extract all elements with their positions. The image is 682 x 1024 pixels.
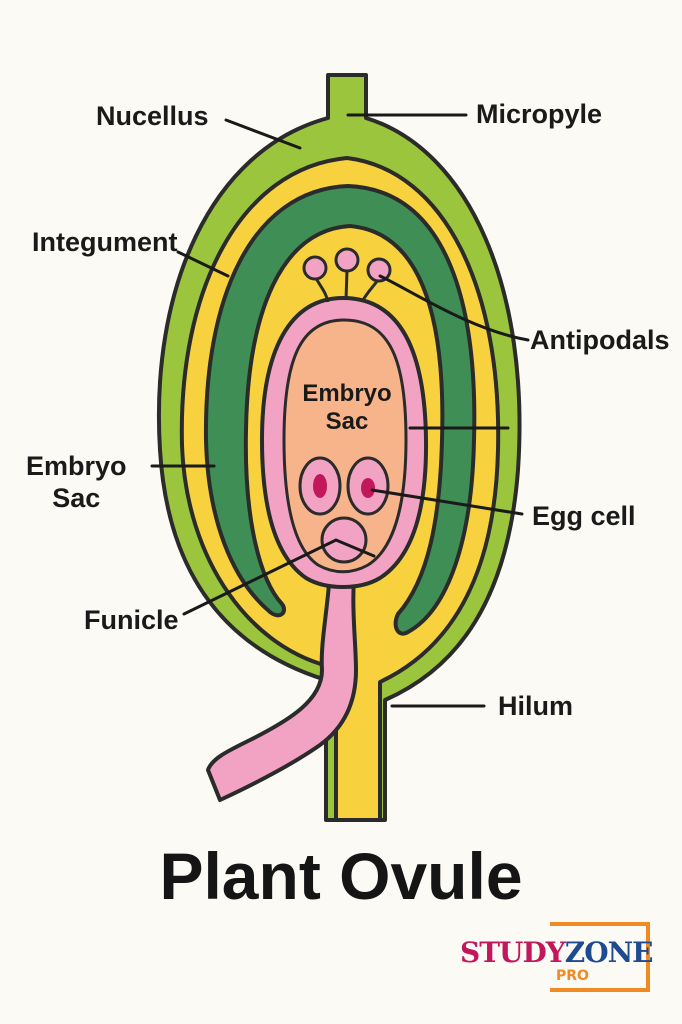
label-embryo-sac-inner: Embryo Sac <box>292 380 402 436</box>
logo-pro-text: PRO <box>556 968 589 984</box>
central-nucleus <box>320 516 368 564</box>
leader-funicle <box>182 538 376 616</box>
label-hilum: Hilum <box>498 691 574 721</box>
label-nucellus: Nucellus <box>96 101 209 131</box>
egg-nucleus <box>361 478 375 498</box>
nucellus-green-band <box>203 184 477 636</box>
logo-frame <box>550 922 650 992</box>
logo-wordmark: STUDYZONE <box>460 936 654 969</box>
diagram-title: Plant Ovule <box>159 839 523 913</box>
logo-study-text: STUDY <box>460 936 566 969</box>
synergid-nucleus <box>313 474 327 498</box>
antipodal-cell-3 <box>366 257 392 283</box>
studyzone-logo: STUDYZONE PRO <box>460 918 660 1000</box>
label-embryo-sac-left: Embryo Sac <box>26 450 127 514</box>
antipodal-cell-2 <box>334 247 360 273</box>
leader-egg-cell <box>370 488 524 516</box>
label-embryo-sac-left-line1: Embryo <box>26 451 127 481</box>
label-embryo-sac-left-line2: Sac <box>52 483 101 513</box>
leader-integument <box>176 250 230 278</box>
label-embryo-sac-inner-line1: Embryo <box>302 380 392 407</box>
funicle-shape <box>206 558 358 802</box>
label-funicle: Funicle <box>84 605 179 635</box>
label-antipodals: Antipodals <box>530 325 670 355</box>
leader-nucellus <box>224 118 302 150</box>
label-micropyle: Micropyle <box>476 99 603 129</box>
label-egg-cell: Egg cell <box>532 501 636 531</box>
label-embryo-sac-inner-line2: Sac <box>325 408 369 435</box>
leader-antipodals <box>378 274 530 342</box>
logo-zone-text: ZONE <box>564 936 654 969</box>
antipodal-cell-1 <box>302 255 328 281</box>
leader-lines <box>150 113 530 708</box>
label-integument: Integument <box>32 227 178 257</box>
